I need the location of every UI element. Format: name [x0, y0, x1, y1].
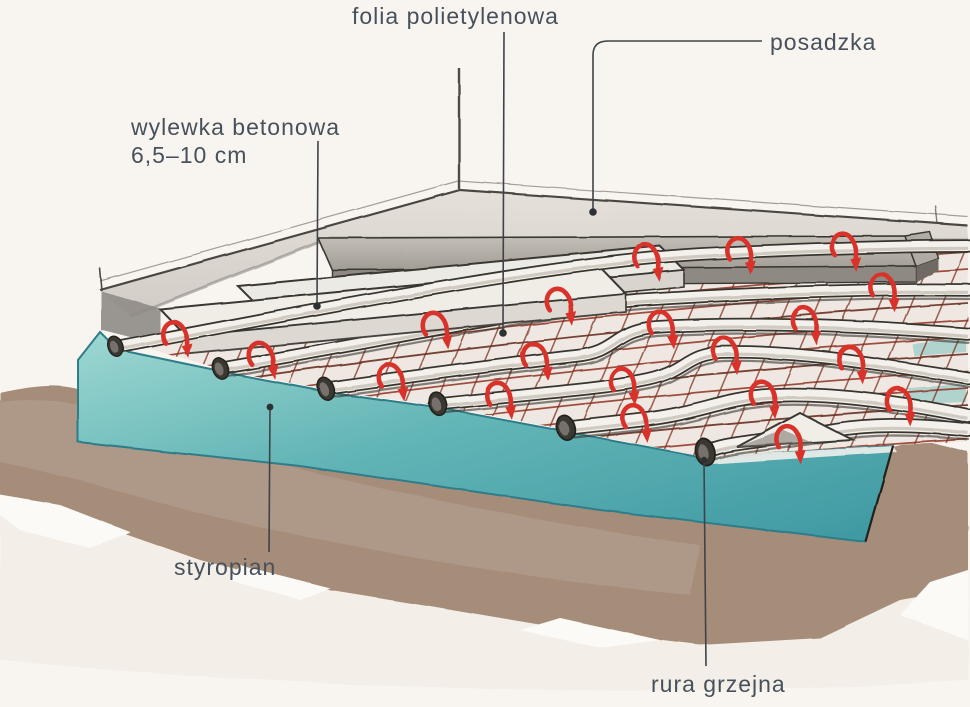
label-rura-grzejna: rura grzejna — [651, 671, 786, 697]
floor-far-edge — [99, 188, 969, 292]
left-corner-tick — [99, 267, 103, 292]
styrofoam-layer — [77, 330, 897, 544]
screed-slabs — [157, 231, 939, 355]
left-cut-face — [101, 291, 160, 345]
leader-wylewka — [313, 140, 321, 310]
label-wylewka-line2: 6,5–10 cm — [131, 141, 248, 168]
leader-lines — [266, 31, 762, 667]
leader-rura — [700, 456, 708, 667]
label-wylewka-line1: wylewka betonowa — [131, 114, 341, 140]
leader-styropian — [266, 403, 274, 553]
illustration — [0, 68, 970, 691]
label-wylewka-betonowa: wylewka betonowa 6,5–10 cm — [131, 114, 371, 169]
label-posadzka: posadzka — [770, 29, 877, 55]
leader-folia — [499, 31, 507, 337]
leader-posadzka — [589, 40, 762, 216]
right-corner-tick — [935, 205, 939, 225]
label-folia-polietylenowa: folia polietylenowa — [352, 3, 559, 29]
label-styropian: styropian — [174, 554, 277, 580]
